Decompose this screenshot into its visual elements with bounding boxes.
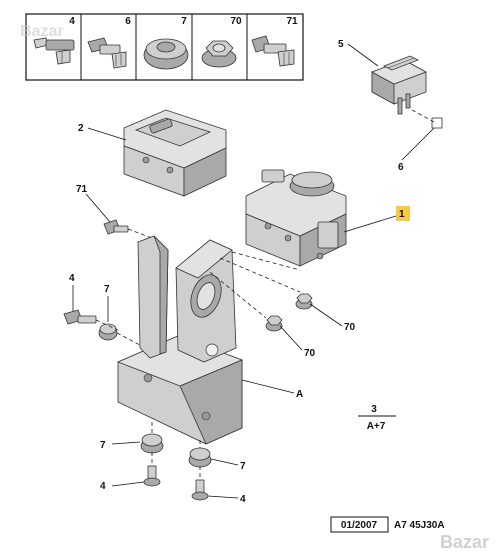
footer-date: 01/2007 bbox=[341, 520, 378, 531]
reference-note: 3 A+7 bbox=[358, 404, 396, 432]
bolt-4-left-icon bbox=[63, 309, 97, 325]
watermark-text-bottom: Bazar bbox=[440, 532, 489, 552]
callout-71: 71 bbox=[76, 184, 88, 195]
reference-bottom: A+7 bbox=[367, 421, 386, 432]
callout-2: 2 bbox=[78, 123, 84, 134]
nut-70-icon bbox=[201, 40, 237, 68]
callout-7-bottom-right: 7 bbox=[240, 461, 246, 472]
abs-unit-1-icon bbox=[245, 169, 347, 267]
connector-6-box bbox=[431, 117, 443, 129]
watermark-text-top: Bazar bbox=[20, 23, 64, 40]
top-callout-6: 6 bbox=[125, 16, 131, 27]
callout-4-bottom-right: 4 bbox=[240, 494, 246, 505]
callout-5: 5 bbox=[338, 39, 344, 50]
top-callout-71: 71 bbox=[286, 16, 298, 27]
ecu-module-2-icon bbox=[123, 109, 227, 197]
top-callout-7: 7 bbox=[181, 16, 187, 27]
callout-4-bottom-left: 4 bbox=[100, 481, 106, 492]
top-parts-strip: 4 6 7 70 71 bbox=[25, 13, 304, 81]
bolt-4-icon bbox=[33, 37, 75, 65]
connector-5-icon bbox=[371, 55, 443, 129]
top-callout-70: 70 bbox=[230, 16, 242, 27]
grommet-7-bottom-left-icon bbox=[140, 433, 164, 454]
callout-70-right-bottom: 70 bbox=[304, 348, 316, 359]
callout-4-left: 4 bbox=[69, 273, 75, 284]
screw-6-icon bbox=[87, 37, 127, 69]
grommet-7-icon bbox=[143, 38, 189, 70]
callout-a: A bbox=[296, 389, 303, 400]
grommet-7-left-icon bbox=[98, 323, 118, 341]
callout-70-right-top: 70 bbox=[344, 322, 356, 333]
bolt-4-bottom-right-icon bbox=[191, 479, 209, 501]
grommet-7-bottom-right-icon bbox=[188, 447, 212, 468]
reference-top: 3 bbox=[371, 404, 377, 415]
nut-70-right-top-icon bbox=[295, 293, 313, 310]
footer: 01/2007 A7 45J30A bbox=[330, 516, 445, 533]
bolt-4-bottom-left-icon bbox=[143, 465, 161, 487]
top-callout-4: 4 bbox=[69, 16, 75, 27]
bolt-71-icon bbox=[251, 35, 295, 67]
footer-code: A7 45J30A bbox=[394, 520, 445, 531]
bolt-71-mid-icon bbox=[103, 219, 129, 235]
callout-1: 1 bbox=[399, 209, 405, 220]
nut-70-right-bottom-icon bbox=[265, 315, 283, 332]
bracket-a-icon bbox=[116, 235, 244, 445]
callout-6: 6 bbox=[398, 162, 404, 173]
callout-7-bottom-left: 7 bbox=[100, 440, 106, 451]
callout-7-left: 7 bbox=[104, 284, 110, 295]
callout-1-highlight bbox=[396, 206, 410, 221]
